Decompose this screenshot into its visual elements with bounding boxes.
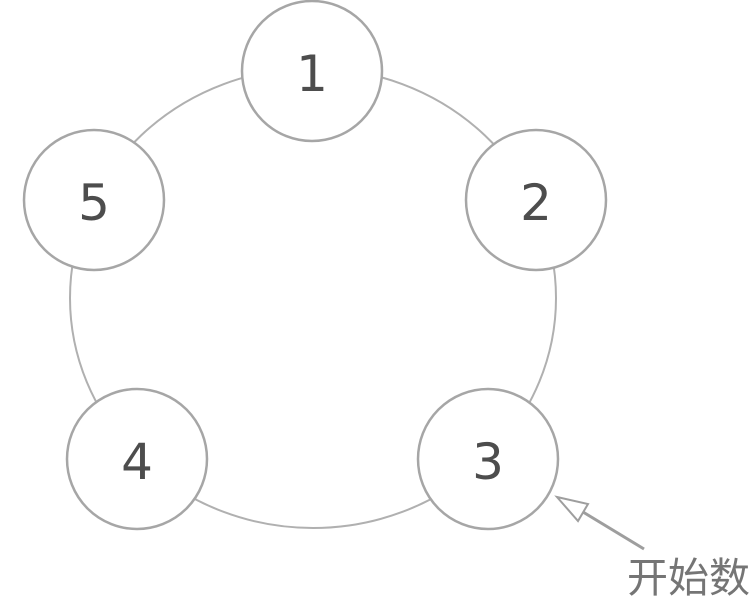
node-3: 3 [416, 387, 560, 531]
node-5: 5 [22, 128, 166, 272]
node-4-label: 4 [121, 433, 153, 491]
node-5-label: 5 [78, 174, 110, 232]
start-arrow [554, 495, 645, 551]
node-2-label: 2 [520, 174, 552, 232]
node-4-circle [65, 387, 209, 531]
node-2-circle [464, 128, 608, 272]
node-3-label: 3 [472, 433, 504, 491]
node-1: 1 [240, 0, 384, 143]
node-4: 4 [65, 387, 209, 531]
node-5-circle [22, 128, 166, 272]
node-2: 2 [464, 128, 608, 272]
node-1-label: 1 [296, 45, 328, 103]
node-3-circle [416, 387, 560, 531]
node-1-circle [240, 0, 384, 143]
start-annotation-text: 开始数 [627, 554, 750, 602]
start-arrow-shaft [582, 510, 645, 551]
start-arrow-head-icon [554, 495, 590, 523]
